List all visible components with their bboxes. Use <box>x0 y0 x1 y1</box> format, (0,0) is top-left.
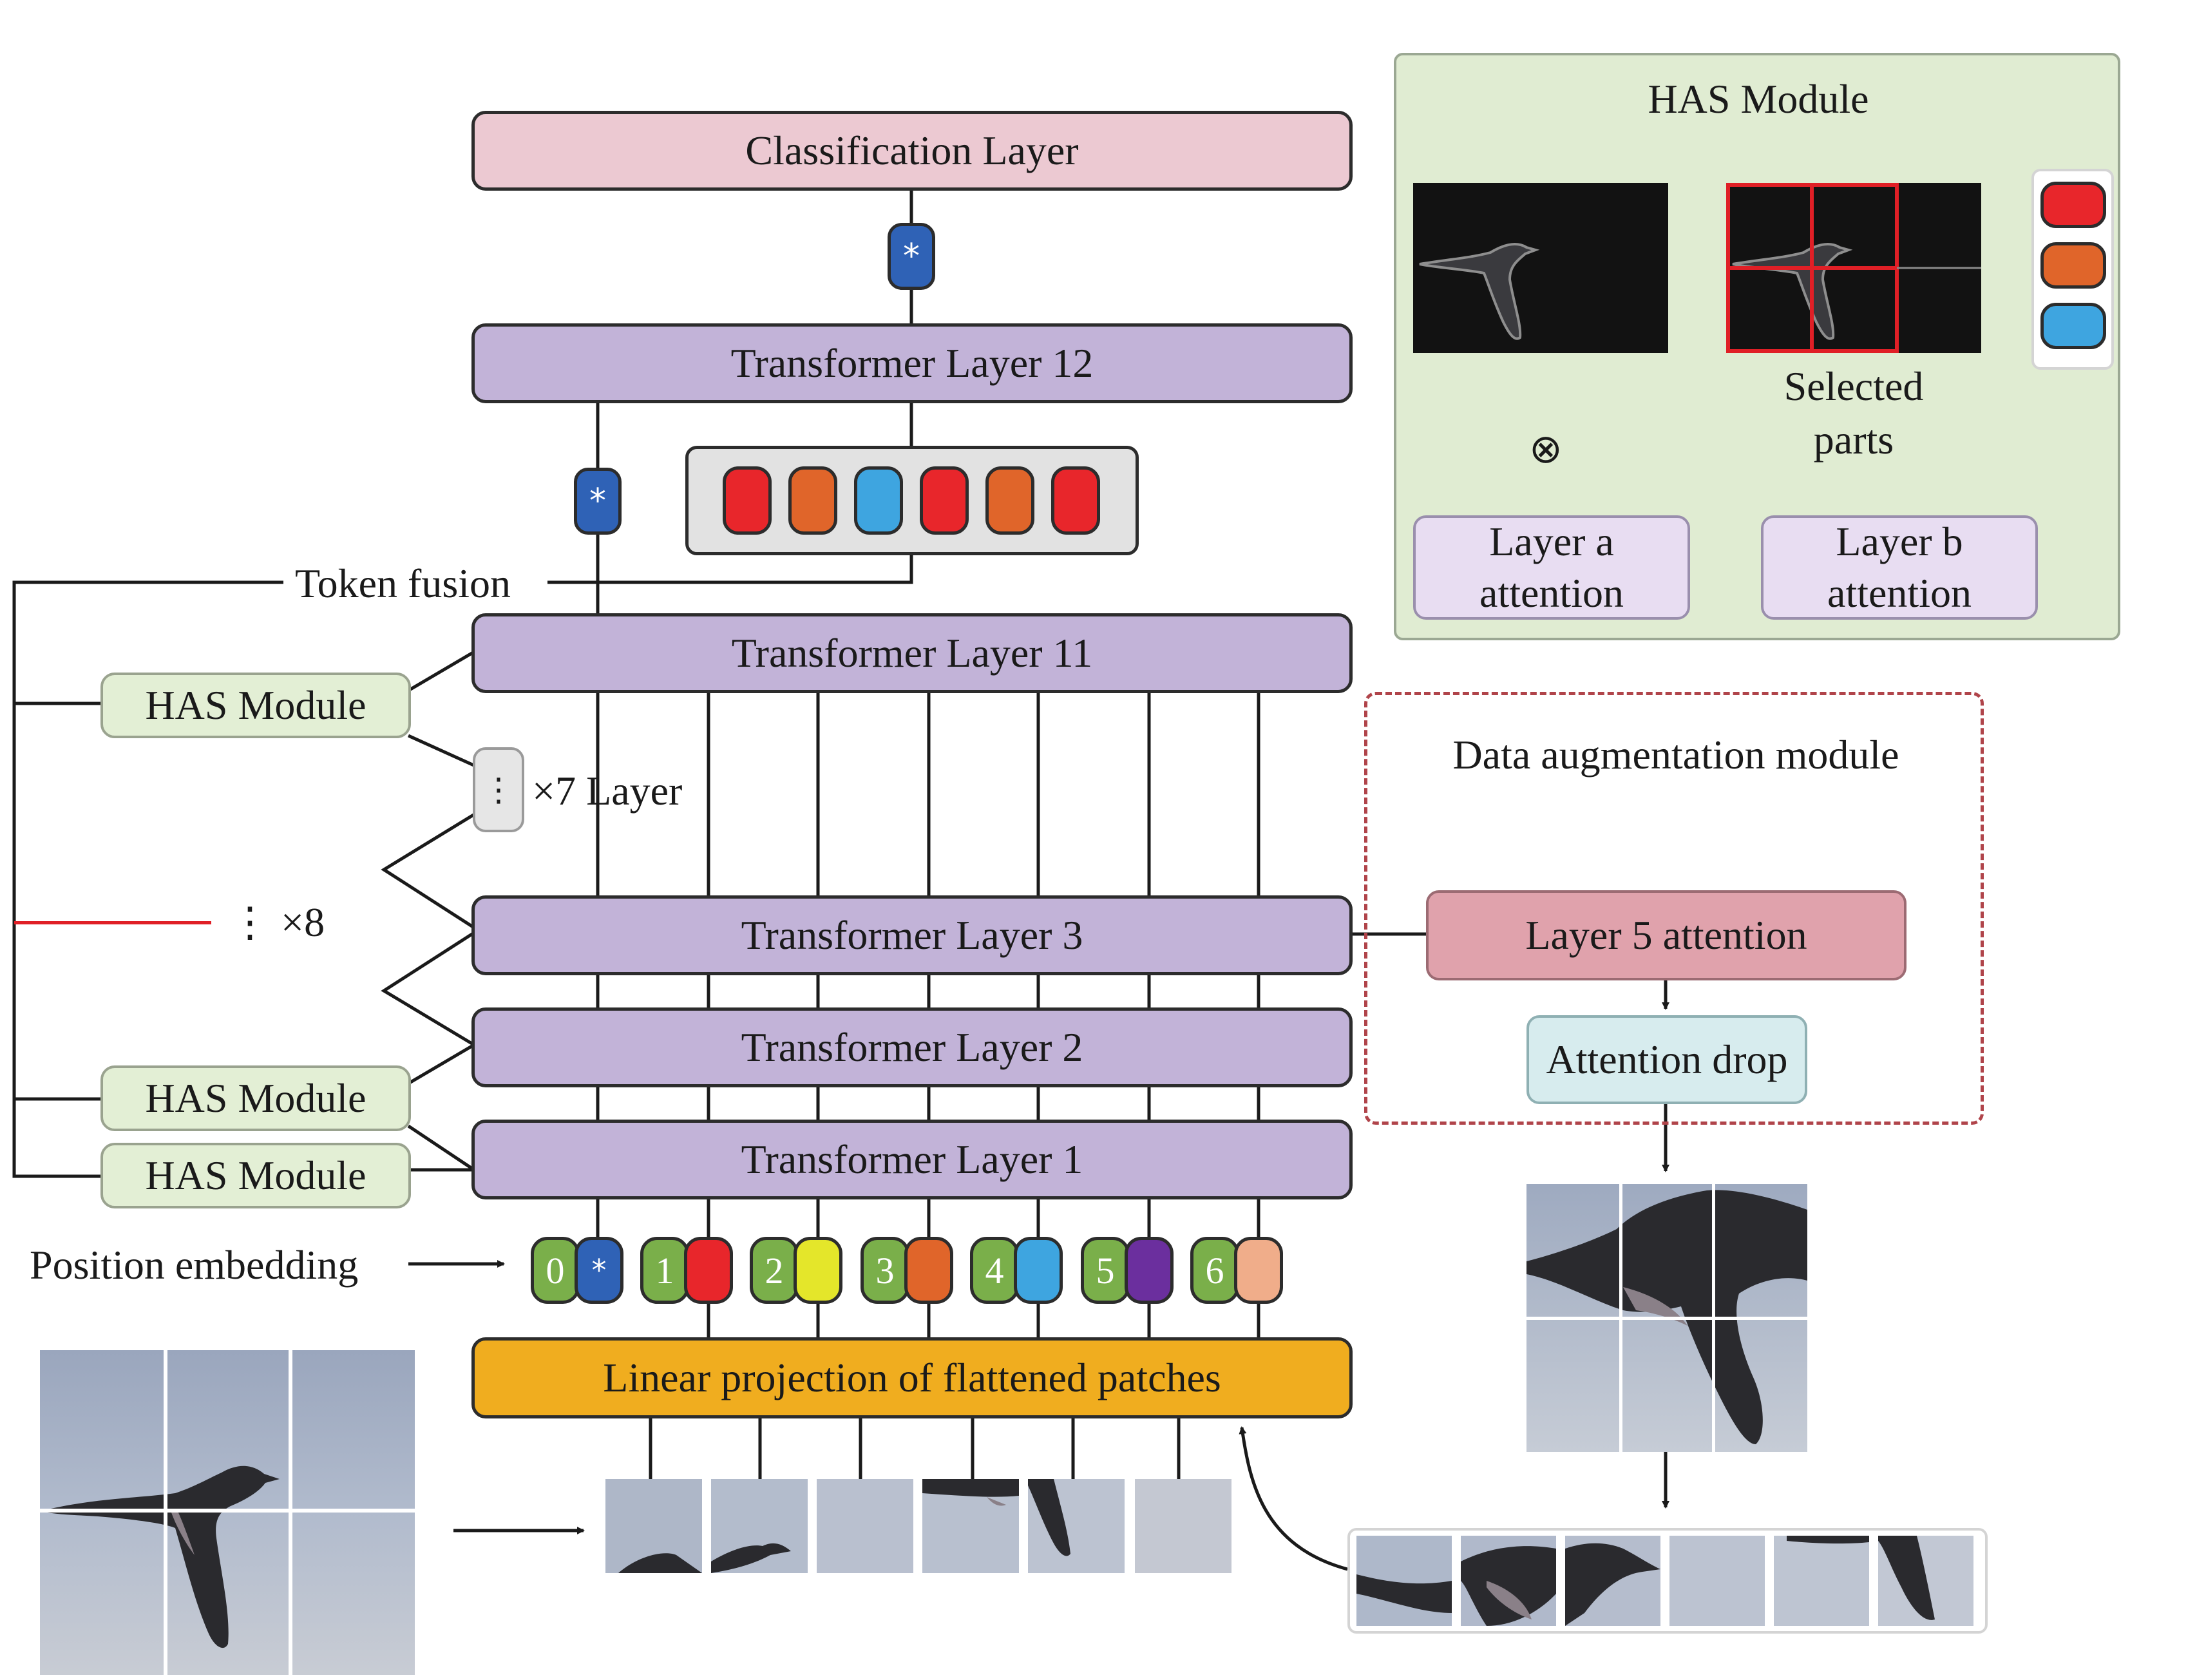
patch-embedding-token <box>684 1237 733 1304</box>
input-bird-image <box>40 1350 415 1675</box>
has-module-middle: HAS Module <box>100 1065 411 1131</box>
position-embedding-label: Position embedding <box>30 1242 359 1288</box>
x8-label: ⋮ ×8 <box>229 899 325 945</box>
has-module-lower: HAS Module <box>100 1143 411 1208</box>
input-patch-6 <box>1135 1479 1231 1573</box>
selected-token <box>985 466 1034 535</box>
token-fusion-label: Token fusion <box>295 560 511 606</box>
selected-token <box>920 466 969 535</box>
position-index-token: 1 <box>640 1237 689 1304</box>
class-token-fused: * <box>574 468 622 535</box>
input-patch-3 <box>817 1479 913 1573</box>
position-index-token: 0 <box>531 1237 580 1304</box>
input-patch-4 <box>922 1479 1019 1573</box>
transformer-layer-11: Transformer Layer 11 <box>471 613 1353 693</box>
augmented-patch-6 <box>1878 1536 1973 1626</box>
augmented-patch-3 <box>1565 1536 1660 1626</box>
transformer-layer-1: Transformer Layer 1 <box>471 1120 1353 1199</box>
patch-embedding-token <box>904 1237 953 1304</box>
position-index-token: 5 <box>1081 1237 1130 1304</box>
selected-token <box>723 466 772 535</box>
position-index-token: 3 <box>861 1237 909 1304</box>
attention-map-image <box>1413 183 1668 353</box>
augmented-patch-2 <box>1461 1536 1556 1626</box>
input-patch-1 <box>605 1479 702 1573</box>
multiply-icon: ⊗ <box>1529 425 1563 472</box>
layer-b-attention: Layer b attention <box>1761 515 2038 620</box>
transformer-layer-3: Transformer Layer 3 <box>471 895 1353 975</box>
transformer-layer-12: Transformer Layer 12 <box>471 323 1353 403</box>
collapsed-layers-dots: ⋮ <box>473 747 524 832</box>
attention-drop: Attention drop <box>1526 1015 1807 1104</box>
patch-embedding-token <box>1234 1237 1283 1304</box>
x7-layer-label: ×7 Layer <box>532 768 683 814</box>
selected-token <box>788 466 837 535</box>
augmented-patch-4 <box>1669 1536 1765 1626</box>
position-index-token: 6 <box>1190 1237 1239 1304</box>
data-augmentation-title: Data augmentation module <box>1452 732 1899 778</box>
patch-embedding-token <box>1014 1237 1063 1304</box>
data-augmentation-module <box>1364 692 1984 1125</box>
layer-a-attention: Layer a attention <box>1413 515 1690 620</box>
has-panel-title: HAS Module <box>1648 76 1869 122</box>
part-token <box>2040 242 2106 289</box>
input-patch-5 <box>1028 1479 1125 1573</box>
selected-token <box>1051 466 1100 535</box>
position-index-token: 4 <box>970 1237 1019 1304</box>
has-module-upper: HAS Module <box>100 673 411 738</box>
x8-red-line <box>14 921 211 924</box>
part-token <box>2040 182 2106 228</box>
augmented-bird-image <box>1526 1184 1807 1452</box>
classification-layer: Classification Layer <box>471 111 1353 191</box>
input-patch-2 <box>711 1479 808 1573</box>
transformer-layer-2: Transformer Layer 2 <box>471 1007 1353 1087</box>
patch-embedding-token <box>794 1237 842 1304</box>
selected-parts-label: Selected parts <box>1783 363 1924 463</box>
attention-map-selected <box>1726 183 1981 353</box>
patch-embedding-token: * <box>575 1237 623 1304</box>
position-index-token: 2 <box>750 1237 799 1304</box>
part-token <box>2040 303 2106 349</box>
augmented-patch-1 <box>1356 1536 1452 1626</box>
class-token-top: * <box>888 223 935 290</box>
augmented-patch-5 <box>1774 1536 1869 1626</box>
selected-token <box>854 466 903 535</box>
patch-embedding-token <box>1125 1237 1174 1304</box>
layer-5-attention: Layer 5 attention <box>1426 890 1906 980</box>
linear-projection-layer: Linear projection of flattened patches <box>471 1337 1353 1418</box>
